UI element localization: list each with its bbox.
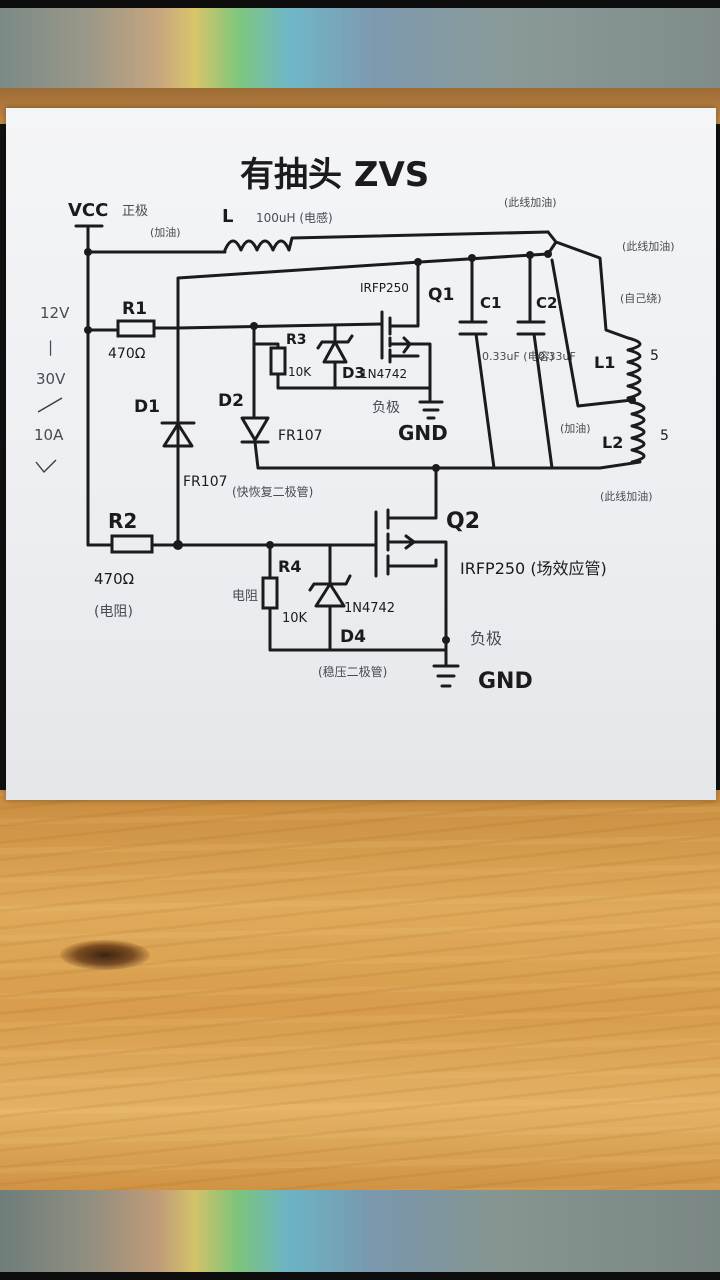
- q1-value: IRFP250: [360, 281, 409, 295]
- d3-symbol: [316, 324, 354, 390]
- d4-ref: D4: [340, 627, 366, 647]
- r2-value: 470Ω: [94, 570, 134, 588]
- d4-symbol: [308, 543, 352, 652]
- r4-body: [261, 576, 279, 610]
- q2-drain-node: [432, 464, 440, 472]
- coil-bottom-note: (此线加油): [600, 489, 653, 503]
- gnd2-symbol: [432, 648, 460, 688]
- r3-ref: R3: [286, 332, 307, 348]
- d1-value: FR107: [183, 474, 228, 490]
- r1-value: 470Ω: [108, 346, 146, 362]
- inductor-value: 100uH (电感): [256, 210, 333, 225]
- d4-value: 1N4742: [344, 601, 395, 616]
- r4-wires: [268, 543, 448, 652]
- d2-symbol: [240, 324, 554, 470]
- coil-l2-turns: 5: [660, 428, 669, 444]
- bottom-blur-band: [0, 1190, 720, 1280]
- r2-note: (电阻): [94, 604, 133, 620]
- vcc-label: VCC: [68, 200, 108, 221]
- c1-ref: C1: [480, 294, 501, 312]
- d1-ref: D1: [134, 397, 160, 417]
- q2-source-node: [442, 636, 450, 644]
- gnd1-negative: 负极: [372, 400, 400, 416]
- q1-ref: Q1: [428, 285, 454, 305]
- top-blur-band: [0, 0, 720, 90]
- coil-mid-note: (加油): [560, 421, 591, 435]
- range-sep: |: [48, 338, 53, 356]
- r2-body: [110, 534, 154, 554]
- q2-ref: Q2: [446, 509, 480, 534]
- range-current: 10A: [34, 426, 64, 444]
- coil-center-tap-wire: [550, 258, 634, 408]
- r2-ref: R2: [108, 509, 137, 533]
- coil-l1-turns: 5: [650, 348, 659, 364]
- r2-d1-node: [173, 540, 183, 550]
- vcc-terminal: [74, 224, 104, 254]
- coil-wind-note: (自己绕): [620, 292, 662, 305]
- coil-l2-ref: L2: [602, 433, 623, 452]
- d4-note: (稳压二极管): [318, 664, 387, 679]
- gnd1-symbol: [418, 372, 444, 420]
- gnd2-negative: 负极: [470, 629, 502, 648]
- r4-value: 10K: [282, 611, 308, 626]
- range-30v: 30V: [36, 370, 66, 388]
- c1-symbol: [458, 256, 496, 470]
- coil-top-note: (此线加油): [504, 195, 557, 209]
- c2-value: 0.33uF: [538, 350, 576, 363]
- d1-symbol: [160, 328, 196, 547]
- r4-ref: R4: [278, 557, 301, 576]
- coil-lead-note: (此线加油): [622, 239, 675, 253]
- d3-value: 1N4742: [360, 367, 407, 381]
- vcc-note: 正极: [122, 204, 148, 219]
- range-check-mark: [35, 459, 57, 474]
- frame-edge-bottom: [0, 1272, 720, 1280]
- d3-ref: D3: [342, 364, 365, 382]
- c2-symbol: [516, 253, 554, 470]
- gnd1-label: GND: [398, 421, 448, 445]
- center-tap-dot: [628, 396, 636, 404]
- schematic-title: 有抽头 ZVS: [240, 155, 429, 195]
- q1-symbol: [380, 260, 432, 376]
- r1-ref: R1: [122, 299, 147, 319]
- frame-edge-top: [0, 0, 720, 8]
- d2-ref: D2: [218, 391, 244, 411]
- d2-note: (快恢复二极管): [232, 484, 313, 499]
- r3-value: 10K: [288, 365, 312, 379]
- c2-ref: C2: [536, 294, 557, 312]
- inductor-ref: L: [222, 206, 233, 227]
- q2-value: IRFP250 (场效应管): [460, 559, 607, 578]
- range-12v: 12V: [40, 304, 70, 322]
- range-slash: [37, 397, 63, 413]
- r1-body: [116, 319, 156, 338]
- r4-note: 电阻: [232, 589, 258, 604]
- inductor-l-symbol: [86, 230, 550, 254]
- d2-value: FR107: [278, 428, 323, 444]
- wood-knot: [60, 940, 150, 970]
- gnd2-label: GND: [478, 669, 533, 694]
- vcc-add-note: (加油): [150, 225, 181, 239]
- wood-table: [0, 790, 720, 1192]
- q1-gate-wire: [176, 322, 384, 330]
- r3-body: [269, 346, 287, 376]
- paper-sheet: [6, 108, 716, 800]
- q2-symbol: [374, 508, 448, 652]
- coil-l1-ref: L1: [594, 353, 615, 372]
